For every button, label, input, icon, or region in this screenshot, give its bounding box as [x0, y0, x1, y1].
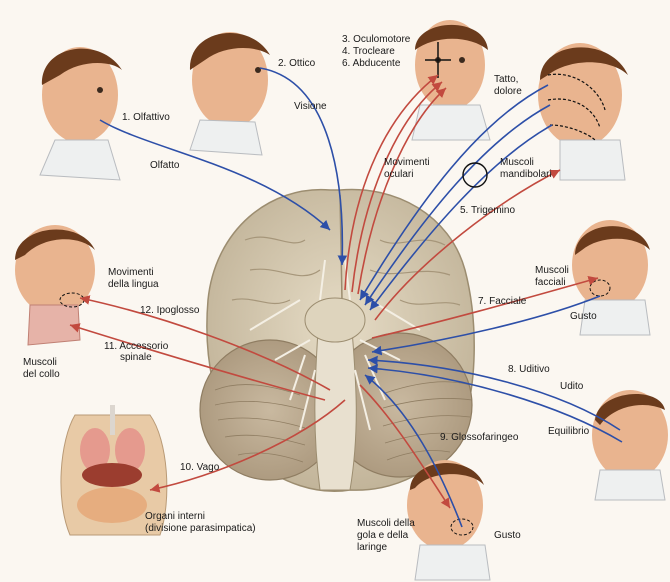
label-collo-1: Muscoli: [23, 357, 57, 368]
label-udito: Udito: [560, 381, 584, 392]
path-tatto-1: [359, 84, 549, 301]
path-ipoglosso: [79, 295, 331, 391]
label-facciali-1: Muscoli: [535, 265, 569, 276]
label-lingua-2: della lingua: [108, 279, 159, 290]
label-accessorio-1: 11. Accessorio: [104, 341, 169, 352]
label-gola-1: Muscoli della: [357, 518, 415, 529]
head-ipoglosso: [15, 225, 95, 346]
path-gusto-glosso: [364, 374, 463, 528]
label-accessorio-2: spinale: [120, 352, 152, 363]
path-udito: [367, 355, 621, 431]
label-mandibolari-1: Muscoli: [500, 157, 534, 168]
head-oculomotore: [411, 20, 491, 141]
path-facciale-motor: [371, 275, 599, 339]
torso-organs: [60, 405, 168, 536]
label-trocleare: 4. Trocleare: [342, 46, 395, 57]
head-trigemino: [538, 43, 628, 181]
label-glossofaringeo: 9. Glossofaringeo: [440, 432, 519, 443]
label-abducente: 6. Abducente: [342, 58, 401, 69]
label-movimenti-oculari-2: oculari: [384, 169, 414, 180]
path-visione: [259, 67, 348, 266]
label-olfatto: Olfatto: [150, 160, 180, 171]
path-gola: [359, 384, 451, 509]
label-ottico: 2. Ottico: [278, 58, 316, 69]
head-facciale: [572, 220, 651, 336]
head-glossofaringeo: [407, 460, 491, 581]
label-gusto-facciale: Gusto: [570, 311, 597, 322]
path-oculomotore-1: [344, 74, 439, 291]
label-gola-2: gola e della: [357, 530, 409, 541]
label-vago: 10. Vago: [180, 462, 220, 473]
path-oculomotore-3: [357, 87, 447, 295]
label-tatto-2: dolore: [494, 86, 522, 97]
path-olfatto: [99, 119, 331, 231]
path-tatto-3: [369, 124, 553, 311]
label-ipoglosso: 12. Ipoglosso: [140, 305, 200, 316]
path-tatto-2: [364, 104, 551, 306]
label-lingua-1: Movimenti: [108, 267, 154, 278]
head-olfattivo: [39, 47, 122, 181]
label-facciale: 7. Facciale: [478, 296, 527, 307]
nerve-paths: [69, 67, 623, 528]
label-tatto-1: Tatto,: [494, 74, 519, 85]
label-equilibrio: Equilibrio: [548, 426, 590, 437]
trigemino-ganglion: [462, 162, 488, 188]
label-facciali-2: facciali: [535, 277, 566, 288]
label-collo-2: del collo: [23, 369, 60, 380]
label-uditivo: 8. Uditivo: [508, 364, 550, 375]
path-mandibolari: [374, 169, 561, 321]
path-accessorio: [69, 323, 326, 401]
brain: [199, 188, 475, 492]
path-oculomotore-2: [351, 81, 443, 293]
head-uditivo: [592, 390, 668, 501]
path-gusto-facciale: [371, 295, 601, 356]
label-olfattivo: 1. Olfattivo: [122, 112, 170, 123]
path-vago: [149, 399, 346, 493]
label-organi-1: Organi interni: [145, 511, 206, 522]
label-movimenti-oculari-1: Movimenti: [384, 157, 430, 168]
label-trigemino: 5. Trigemino: [460, 205, 516, 216]
head-ottico: [189, 32, 270, 156]
label-gola-3: laringe: [357, 542, 388, 553]
label-gusto-glosso: Gusto: [494, 530, 521, 541]
label-organi-2: (divisione parasimpatica): [145, 523, 256, 534]
label-oculomotore: 3. Oculomotore: [342, 34, 411, 45]
label-mandibolari-2: mandibolari: [500, 169, 552, 180]
path-equilibrio: [367, 363, 623, 443]
label-visione: Visione: [294, 101, 327, 112]
